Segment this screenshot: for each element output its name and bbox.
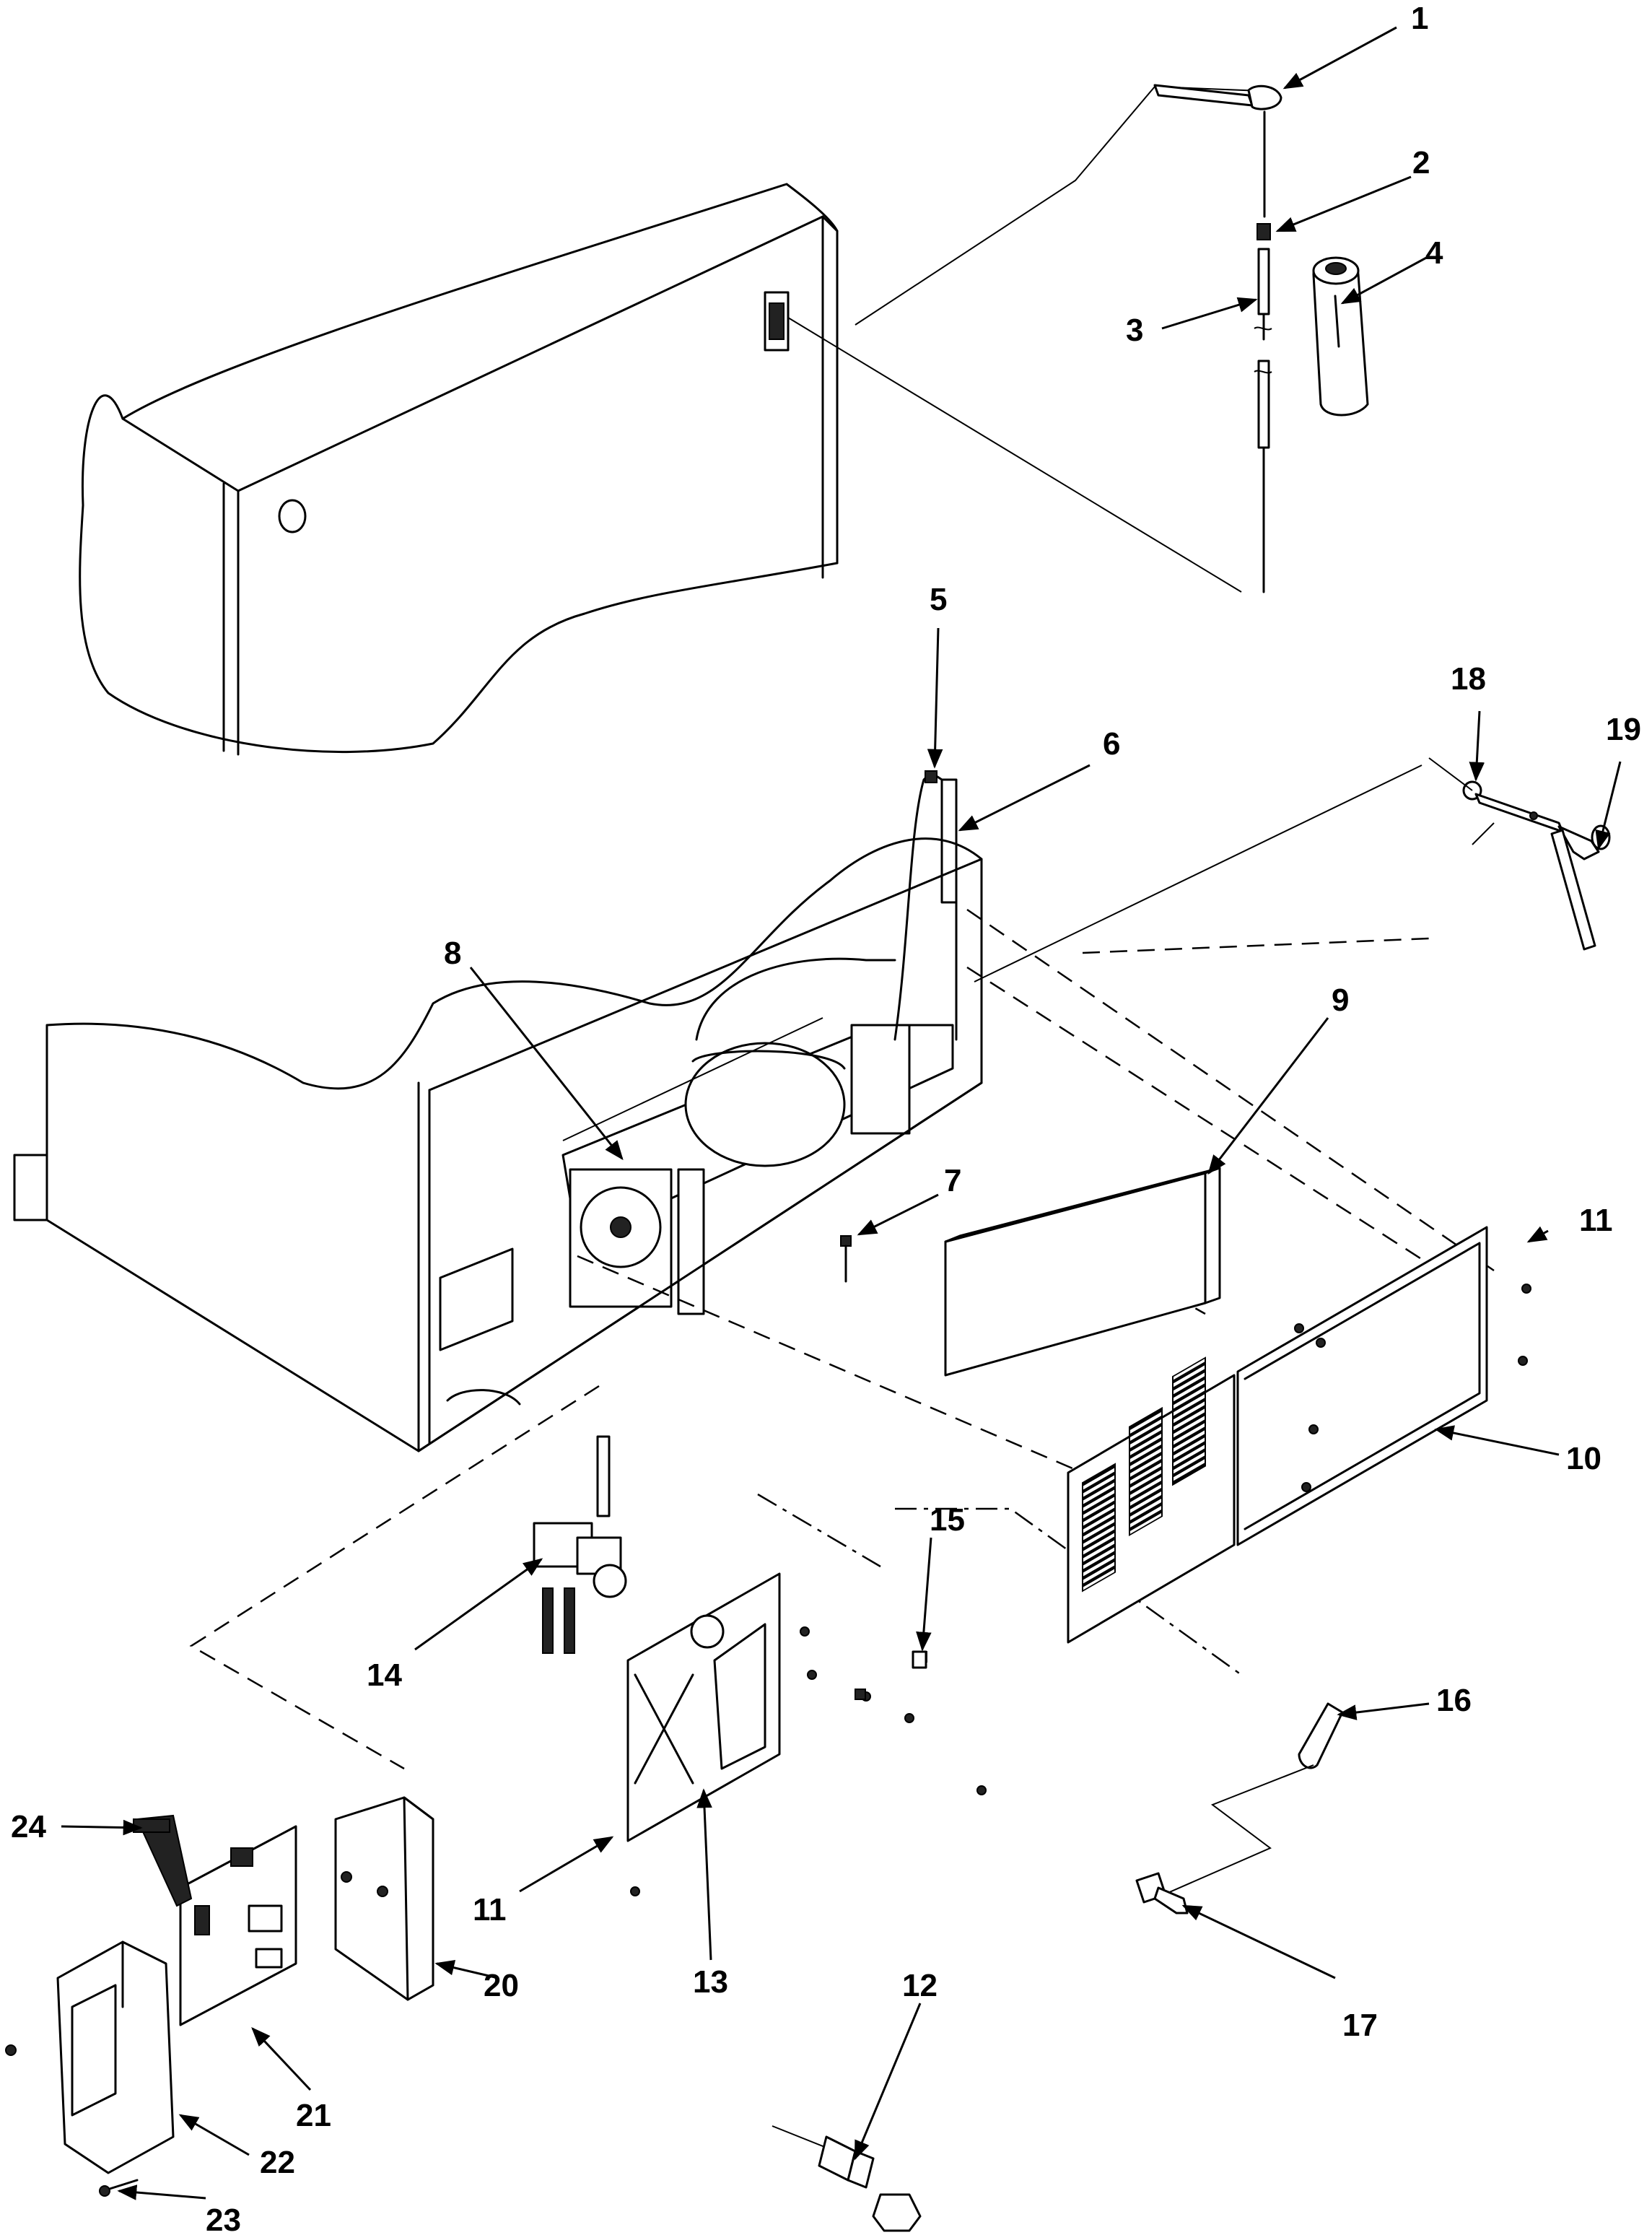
- callout-22: 22: [260, 2145, 295, 2180]
- callout-2: 2: [1412, 145, 1430, 180]
- callout-17: 17: [1342, 2008, 1378, 2043]
- fill-tube-assembly: [1153, 84, 1369, 593]
- screw-7: [840, 1235, 852, 1283]
- water-filter-16: [1154, 1702, 1344, 1899]
- lower-cabinet: [13, 837, 983, 1452]
- elbow-fitting-17: [1135, 1872, 1189, 1914]
- callout-21: 21: [296, 2098, 331, 2133]
- water-fitting-12: [772, 2125, 922, 2232]
- callout-13: 13: [693, 1964, 728, 2000]
- callout-11-left: 11: [473, 1892, 507, 1927]
- callout-labels: 1 2 3 4 5 6 7 8 9 10 11 11 12 13 14 15 1…: [11, 1, 1641, 2235]
- callout-16: 16: [1436, 1683, 1472, 1718]
- drain-tube: [893, 770, 958, 1041]
- insulation-pad-9: [944, 1167, 1221, 1377]
- control-board-21: [179, 1825, 297, 2026]
- callout-23: 23: [206, 2203, 241, 2235]
- wire-connector-24: [133, 1814, 193, 1907]
- control-bracket-13: [626, 1572, 987, 1896]
- control-cover-22: [56, 1940, 175, 2174]
- fill-tube-18-19: [1428, 757, 1611, 951]
- callout-leaders: [61, 26, 1622, 2200]
- callout-12: 12: [902, 1968, 938, 2003]
- callout-10: 10: [1566, 1441, 1601, 1476]
- upper-cabinet: [79, 183, 839, 756]
- callout-6: 6: [1103, 726, 1120, 762]
- callout-3: 3: [1126, 313, 1143, 348]
- callout-4: 4: [1425, 235, 1443, 271]
- callout-18: 18: [1451, 661, 1486, 697]
- callout-1: 1: [1411, 1, 1428, 36]
- callout-20: 20: [484, 1968, 519, 2003]
- callout-9: 9: [1332, 983, 1349, 1018]
- callout-19: 19: [1606, 712, 1641, 747]
- callout-7: 7: [944, 1163, 961, 1198]
- rear-access-panel-10: [1067, 1226, 1531, 1644]
- callout-14: 14: [367, 1657, 402, 1693]
- water-valve-14: [533, 1435, 627, 1654]
- callout-11-right: 11: [1579, 1203, 1613, 1238]
- callout-24: 24: [11, 1809, 46, 1844]
- callout-8: 8: [444, 936, 461, 971]
- callout-5: 5: [930, 582, 947, 617]
- control-housing-20: [334, 1796, 434, 2001]
- clip-15: [912, 1650, 927, 1669]
- screw-23: [5, 2044, 139, 2197]
- callout-15: 15: [930, 1502, 965, 1538]
